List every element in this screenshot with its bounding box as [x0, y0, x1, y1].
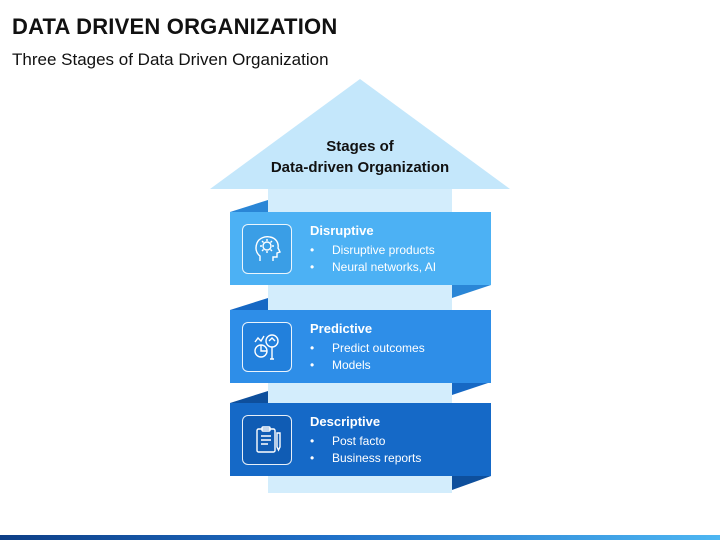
page-subtitle: Three Stages of Data Driven Organization: [12, 50, 329, 69]
fold-1-left: [230, 200, 268, 212]
fold-1-right: [452, 285, 491, 298]
stage-title-disruptive: Disruptive: [310, 223, 374, 238]
fold-2-right: [452, 382, 491, 395]
analytics-magnifier-icon: [242, 322, 292, 372]
fold-3-left: [230, 391, 268, 403]
list-item: Neural networks, AI: [310, 259, 436, 276]
stage-bullets-descriptive: Post facto Business reports: [310, 433, 421, 467]
list-item: Disruptive products: [310, 242, 436, 259]
list-item: Business reports: [310, 450, 421, 467]
roof-label-line-1: Stages of: [326, 138, 394, 155]
diagram-roof: [210, 79, 510, 189]
fold-2-left: [230, 298, 268, 310]
stage-title-predictive: Predictive: [310, 321, 373, 336]
roof-label: Stages of Data-driven Organization: [210, 136, 510, 178]
list-item: Models: [310, 357, 425, 374]
stage-disruptive: Disruptive Disruptive products Neural ne…: [230, 212, 491, 285]
clipboard-report-icon: [242, 415, 292, 465]
roof-label-line-2: Data-driven Organization: [270, 159, 450, 176]
list-item: Post facto: [310, 433, 421, 450]
stage-predictive: Predictive Predict outcomes Models: [230, 310, 491, 383]
fold-3-right: [452, 476, 491, 490]
list-item: Predict outcomes: [310, 340, 425, 357]
page-title: DATA DRIVEN ORGANIZATION: [12, 14, 338, 39]
bottom-accent-bar: [0, 535, 720, 540]
stage-descriptive: Descriptive Post facto Business reports: [230, 403, 491, 476]
stage-bullets-disruptive: Disruptive products Neural networks, AI: [310, 242, 436, 276]
stage-title-descriptive: Descriptive: [310, 414, 381, 429]
brain-head-icon: [242, 224, 292, 274]
stage-bullets-predictive: Predict outcomes Models: [310, 340, 425, 374]
